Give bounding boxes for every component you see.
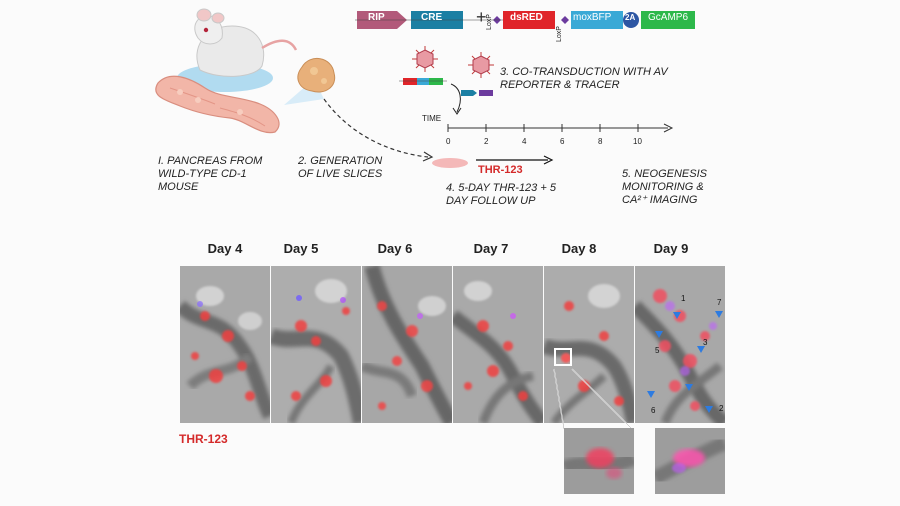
- cre-label: CRE: [421, 12, 443, 23]
- tick-8: 8: [598, 137, 603, 146]
- live-slice-illustration: [284, 58, 336, 105]
- dsred-label: dsRED: [510, 12, 543, 23]
- tick-0: 0: [446, 137, 451, 146]
- micrograph-day7: [453, 266, 543, 423]
- day-label-8: Day 8: [561, 241, 597, 256]
- step-3-text: 3. CO-TRANSDUCTION WITH AV REPORTER & TR…: [500, 66, 668, 91]
- tick-4: 4: [522, 137, 527, 146]
- mouse-pancreas-illustration: [155, 8, 298, 134]
- cell-number-1: 1: [681, 294, 686, 303]
- zoom-connector: [553, 368, 633, 430]
- day-label-6: Day 6: [377, 241, 413, 256]
- tick-2: 2: [484, 137, 489, 146]
- time-label: TIME: [422, 114, 442, 123]
- panel-treatment-label: THR-123: [179, 432, 228, 446]
- timeline-axis: [447, 123, 674, 133]
- day-label-7: Day 7: [473, 241, 509, 256]
- inset-day8: [564, 428, 634, 494]
- step-4-text: 4. 5-DAY THR-123 + 5 DAY FOLLOW UP: [446, 182, 556, 207]
- micrograph-day8: [544, 266, 634, 423]
- day-label-5: Day 5: [283, 241, 319, 256]
- micrograph-day5: [271, 266, 361, 423]
- step-1-text: I. PANCREAS FROM WILD-TYPE CD-1 MOUSE: [158, 155, 263, 193]
- step-5-text: 5. NEOGENESIS MONITORING & Ca²⁺ IMAGING: [622, 168, 707, 206]
- virus-icons: [399, 46, 494, 115]
- cell-number-6: 6: [651, 406, 656, 415]
- cell-number-5: 5: [655, 346, 660, 355]
- tick-10: 10: [633, 137, 642, 146]
- dashed-arrow: [323, 98, 434, 162]
- micrograph-day4: [180, 266, 270, 423]
- loxp-label-1: LoxP: [486, 14, 493, 30]
- cell-number-3: 3: [703, 338, 708, 347]
- p2a-label: 2A: [625, 13, 636, 22]
- zoom-box-day8: [554, 348, 572, 366]
- timeline-drug-label: THR-123: [478, 164, 523, 176]
- cell-number-7: 7: [717, 298, 722, 307]
- micrograph-day6: [362, 266, 452, 423]
- day-label-9: Day 9: [653, 241, 689, 256]
- drug-pill: [432, 155, 554, 168]
- micrograph-day9: 1 7 3 5 6 2: [635, 266, 725, 423]
- moxbfp-label: moxBFP: [573, 12, 612, 23]
- step-2-text: 2. GENERATION OF LIVE SLICES: [298, 155, 383, 180]
- cell-number-2: 2: [719, 404, 724, 413]
- genetic-construct: [355, 11, 695, 29]
- inset-day9: [655, 428, 725, 494]
- gcamp-label: GcAMP6: [648, 12, 689, 23]
- rip-label: RIP: [368, 12, 385, 23]
- loxp-label-2: LoxP: [556, 26, 563, 42]
- tick-6: 6: [560, 137, 565, 146]
- day-label-4: Day 4: [207, 241, 243, 256]
- plus-sign: +: [476, 7, 487, 27]
